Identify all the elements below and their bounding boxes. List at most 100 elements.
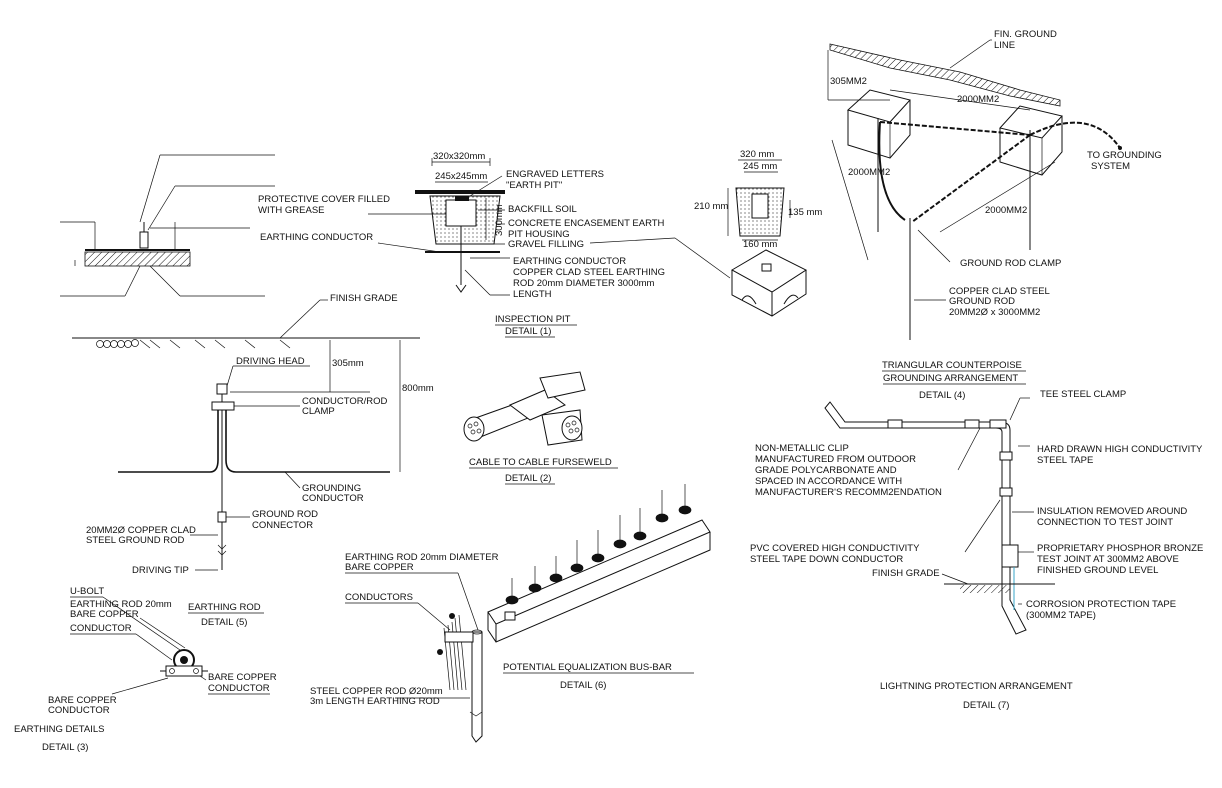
- box-dim-left: 210 mm: [694, 201, 728, 212]
- clamp-line-2: CLAMP: [302, 406, 335, 417]
- clamp-label: GROUND ROD CLAMP: [960, 258, 1061, 269]
- conductor-label: CONDUCTOR: [70, 623, 132, 634]
- detail-7-title: LIGHTNING PROTECTION ARRANGEMENT: [880, 681, 1073, 692]
- grounding-line-1: GROUNDING: [302, 483, 361, 494]
- detail-6-title: POTENTIAL EQUALIZATION BUS-BAR: [503, 662, 672, 673]
- detail-5-earthing-rod: FINISH GRADE DRIVING HEAD 305mm 800mm CO…: [72, 293, 434, 628]
- dim-800-label: 800mm: [402, 383, 434, 394]
- engraved-line-2: "EARTH PIT": [506, 180, 562, 191]
- pvc-line-2: STEEL TAPE DOWN CONDUCTOR: [750, 554, 903, 565]
- rod-line-1: EARTHING ROD 20mm: [70, 599, 172, 610]
- corr-line-1: CORROSION PROTECTION TAPE: [1026, 599, 1176, 610]
- backfill-label: BACKFILL SOIL: [508, 204, 577, 215]
- rod-line-2: ROD 20mm DIAMETER 3000mm: [513, 278, 655, 289]
- rod-line-2: GROUND ROD: [949, 296, 1015, 307]
- detail-7-subtitle: DETAIL (7): [963, 700, 1009, 711]
- connector-line-1: GROUND ROD: [252, 509, 318, 520]
- dim-top: 2000MM2: [957, 94, 999, 105]
- prop-line-1: PROPRIETARY PHOSPHOR BRONZE: [1037, 543, 1203, 554]
- steel-line-2: 3m LENGTH EARTHING ROD: [310, 696, 440, 707]
- clip-line-5: MANUFACTURER'S RECOMM2ENDATION: [755, 487, 942, 498]
- detail-4-title-1: TRIANGULAR COUNTERPOISE: [882, 360, 1022, 371]
- detail-2-subtitle: DETAIL (2): [505, 473, 551, 484]
- prop-line-2: TEST JOINT AT 300MM2 ABOVE: [1037, 554, 1179, 565]
- detail-4-counterpoise: FIN. GROUND LINE 305MM2 2000MM2 TO GROUN…: [827, 29, 1162, 401]
- detail-5-title: EARTHING ROD: [188, 602, 261, 613]
- gravel-label: GRAVEL FILLING: [508, 239, 584, 250]
- clip-line-3: GRADE POLYCARBONATE AND: [755, 465, 897, 476]
- detail-2-title: CABLE TO CABLE FURSEWELD: [469, 457, 612, 468]
- tee-label: TEE STEEL CLAMP: [1040, 389, 1126, 400]
- driving-tip-label: DRIVING TIP: [132, 565, 189, 576]
- ubolt-label: U-BOLT: [70, 586, 104, 597]
- bare-right-1: BARE COPPER: [208, 672, 277, 683]
- rod-line-2: BARE COPPER: [345, 562, 414, 573]
- rod-line-3: LENGTH: [513, 289, 552, 300]
- concrete-line-1: CONCRETE ENCASEMENT EARTH: [508, 218, 665, 229]
- dim-inner: 245x245mm: [435, 171, 487, 182]
- box-dim-outer: 320 mm: [740, 149, 774, 160]
- dim-left: 2000MM2: [848, 167, 890, 178]
- ins-line-1: INSULATION REMOVED AROUND: [1037, 506, 1187, 517]
- hard-line-2: STEEL TAPE: [1037, 455, 1093, 466]
- detail-3-subtitle: DETAIL (3): [42, 742, 88, 753]
- hard-line-1: HARD DRAWN HIGH CONDUCTIVITY: [1037, 444, 1203, 455]
- rod-line-2: STEEL GROUND ROD: [86, 535, 184, 546]
- engraved-line-1: ENGRAVED LETTERS: [506, 169, 604, 180]
- bare-left-2: CONDUCTOR: [48, 705, 110, 716]
- rod-line-1: EARTHING ROD 20mm DIAMETER: [345, 552, 499, 563]
- earthing-conductor-left: EARTHING CONDUCTOR: [260, 232, 373, 243]
- corr-line-2: (300MM2 TAPE): [1026, 610, 1096, 621]
- rod-line-2: BARE COPPER: [70, 609, 139, 620]
- ins-line-2: CONNECTION TO TEST JOINT: [1037, 517, 1173, 528]
- rod-line-1: COPPER CLAD STEEL EARTHING: [513, 267, 665, 278]
- fin-line-2: LINE: [994, 40, 1015, 51]
- detail-1-subtitle: DETAIL (1): [505, 326, 551, 337]
- rod-line-1: COPPER CLAD STEEL: [949, 286, 1050, 297]
- section-earthing-conductor: [60, 154, 275, 297]
- earthing-conductor-label: EARTHING CONDUCTOR: [513, 256, 626, 267]
- finish-grade-label: FINISH GRADE: [330, 293, 398, 304]
- clip-line-1: NON-METALLIC CLIP: [755, 443, 849, 454]
- detail-5-subtitle: DETAIL (5): [201, 617, 247, 628]
- box-dim-right: 135 mm: [788, 207, 822, 218]
- cover-line-1: PROTECTIVE COVER FILLED: [258, 194, 390, 205]
- finish-label: FINISH GRADE: [872, 568, 940, 579]
- detail-4-subtitle: DETAIL (4): [919, 390, 965, 401]
- rod-line-3: 20MM2Ø x 3000MM2: [949, 307, 1040, 318]
- prop-line-3: FINISHED GROUND LEVEL: [1037, 565, 1158, 576]
- dim-outer: 320x320mm: [433, 151, 485, 162]
- pvc-line-1: PVC COVERED HIGH CONDUCTIVITY: [750, 543, 920, 554]
- detail-3-earthing-details: U-BOLT EARTHING ROD 20mm BARE COPPER CON…: [14, 586, 277, 753]
- clip-line-2: MANUFACTURED FROM OUTDOOR: [755, 454, 916, 465]
- connector-line-2: CONNECTOR: [252, 520, 313, 531]
- concrete-line-2: PIT HOUSING: [508, 229, 570, 240]
- dim-305: 305MM2: [830, 76, 867, 87]
- box-dim-bottom: 160 mm: [743, 239, 777, 250]
- driving-head-label: DRIVING HEAD: [236, 356, 305, 367]
- box-dim-inner: 245 mm: [743, 161, 777, 172]
- bare-left-1: BARE COPPER: [48, 695, 117, 706]
- dim-305-label: 305mm: [332, 358, 364, 369]
- rod-line-1: 20MM2Ø COPPER CLAD: [86, 525, 196, 536]
- detail-1-title: INSPECTION PIT: [495, 314, 571, 325]
- detail-6-bus-bar: EARTHING ROD 20mm DIAMETER BARE COPPER C…: [310, 484, 711, 743]
- steel-line-1: STEEL COPPER ROD Ø20mm: [310, 686, 443, 697]
- grounding-line-2: CONDUCTOR: [302, 493, 364, 504]
- clamp-line-1: CONDUCTOR/ROD: [302, 396, 387, 407]
- dim-right: 2000MM2: [985, 205, 1027, 216]
- detail-7-lightning-protection: TEE STEEL CLAMP NON-METALLIC CLIP MANUFA…: [750, 389, 1203, 711]
- detail-2-cable-furseweld: CABLE TO CABLE FURSEWELD DETAIL (2): [463, 371, 618, 485]
- cover-line-2: WITH GREASE: [258, 205, 325, 216]
- to-line-1: TO GROUNDING: [1087, 150, 1162, 161]
- dim-depth: 300mm: [494, 204, 505, 236]
- conductors-label: CONDUCTORS: [345, 592, 413, 603]
- clip-line-4: SPACED IN ACCORDANCE WITH: [755, 476, 902, 487]
- detail-4-title-2: GROUNDING ARRANGEMENT: [883, 373, 1018, 384]
- to-line-2: SYSTEM: [1091, 161, 1130, 172]
- detail-1-inspection-pit: 320x320mm 245x245mm 300mm ENGRAVED LETTE…: [258, 149, 822, 338]
- detail-6-subtitle: DETAIL (6): [560, 680, 606, 691]
- fin-line-1: FIN. GROUND: [994, 29, 1057, 40]
- bare-right-2: CONDUCTOR: [208, 683, 270, 694]
